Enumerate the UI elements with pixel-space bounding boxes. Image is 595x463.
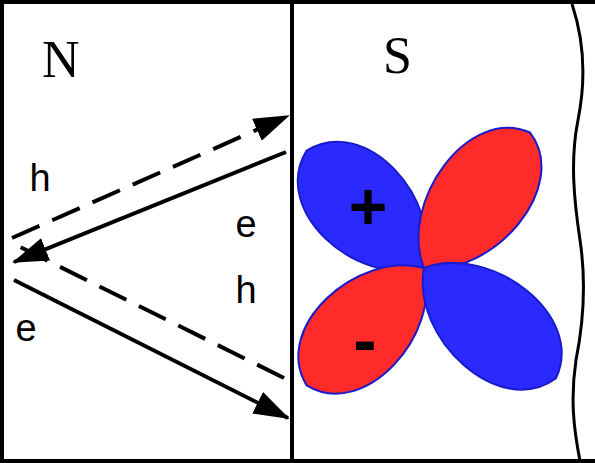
cut-edge bbox=[572, 4, 583, 461]
particle-label: h bbox=[235, 271, 256, 309]
particle-label: e bbox=[15, 309, 36, 347]
region-label: S bbox=[383, 30, 412, 82]
phase-sign: - bbox=[353, 305, 376, 375]
particle-label: h bbox=[29, 159, 50, 197]
electron-path bbox=[14, 152, 286, 262]
superconductor-region: S bbox=[290, 0, 595, 463]
phase-sign: + bbox=[349, 173, 388, 239]
hole-path bbox=[14, 244, 284, 378]
particle-label: e bbox=[235, 205, 256, 243]
region-label: N bbox=[42, 34, 80, 86]
d-wave-order-parameter bbox=[272, 103, 587, 418]
